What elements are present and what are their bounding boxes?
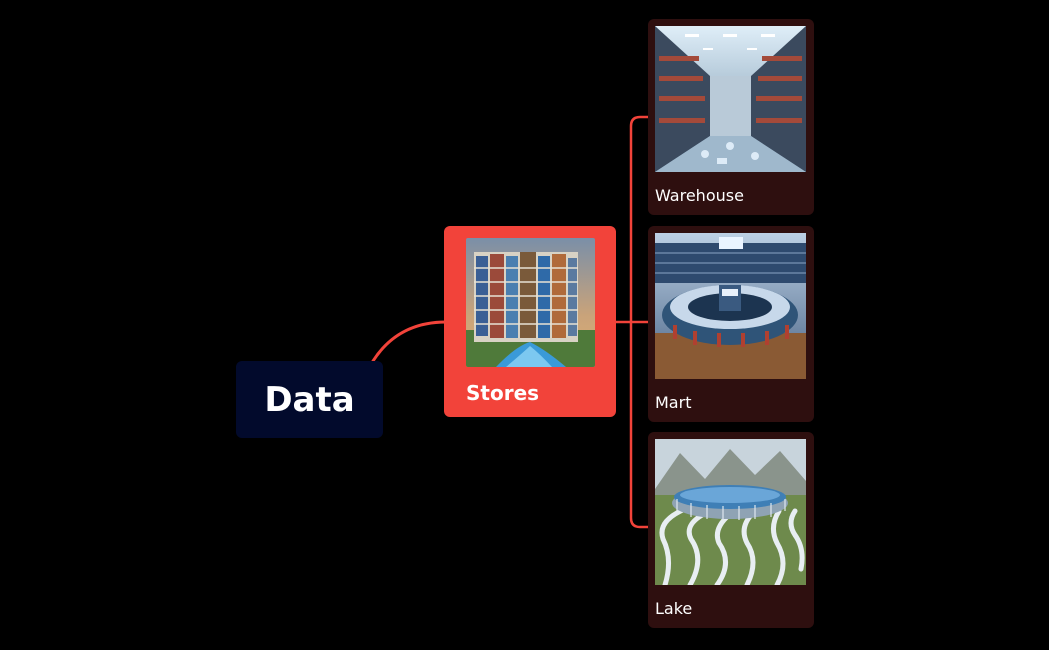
mart-circular-library-image xyxy=(655,233,806,379)
leaf-node-label: Mart xyxy=(655,393,692,412)
leaf-node-label: Lake xyxy=(655,599,693,618)
leaf-node-label: Warehouse xyxy=(655,186,744,205)
leaf-node-warehouse[interactable]: Warehouse xyxy=(648,19,814,215)
data-stores-tower-image xyxy=(466,238,595,367)
root-node-data[interactable]: Data xyxy=(236,361,383,438)
lake-reservoir-rivers-image xyxy=(655,439,806,585)
leaf-node-lake[interactable]: Lake xyxy=(648,432,814,628)
warehouse-shelves-image xyxy=(655,26,806,172)
branch-node-label: Stores xyxy=(466,381,540,405)
branch-node-stores[interactable]: Stores xyxy=(444,226,616,417)
leaf-node-mart[interactable]: Mart xyxy=(648,226,814,422)
root-node-label: Data xyxy=(264,379,355,420)
connector-root-to-stores xyxy=(371,320,448,363)
